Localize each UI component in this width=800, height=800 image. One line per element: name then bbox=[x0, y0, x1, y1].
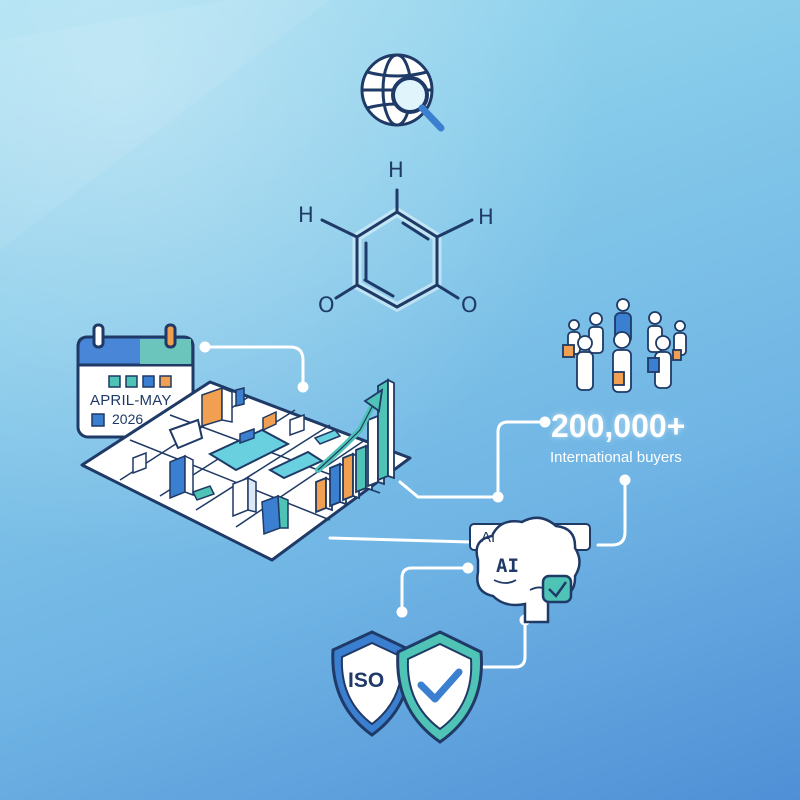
atom-o-left: O bbox=[318, 293, 335, 317]
atom-h-left: H bbox=[298, 203, 314, 227]
atom-h-right: H bbox=[478, 205, 494, 229]
check-shield-icon bbox=[396, 630, 483, 744]
atom-o-right: O bbox=[461, 293, 478, 317]
calendar-year: 2026 bbox=[112, 411, 144, 427]
buyers-crowd-icon bbox=[562, 298, 687, 393]
ai-brain-label: AI bbox=[496, 555, 519, 577]
growth-bar-chart-icon bbox=[315, 378, 395, 514]
city-map-icon bbox=[80, 380, 412, 562]
person-6 bbox=[576, 335, 594, 391]
iso-label: ISO bbox=[348, 669, 385, 692]
calendar-date-range: APRIL-MAY bbox=[90, 392, 172, 409]
light-ray bbox=[0, 0, 330, 250]
connector-lines bbox=[199, 341, 631, 669]
benzoquinone-molecule-icon bbox=[320, 188, 474, 313]
globe-search-icon bbox=[360, 53, 445, 132]
iso-shield-icon bbox=[331, 630, 412, 737]
buyers-count: 200,000+ bbox=[551, 408, 686, 444]
atom-h-top: H bbox=[388, 158, 404, 182]
buyers-caption: International buyers bbox=[550, 449, 682, 466]
ai-brain-icon bbox=[475, 516, 581, 624]
ai-bar-label: AI bbox=[481, 529, 496, 546]
